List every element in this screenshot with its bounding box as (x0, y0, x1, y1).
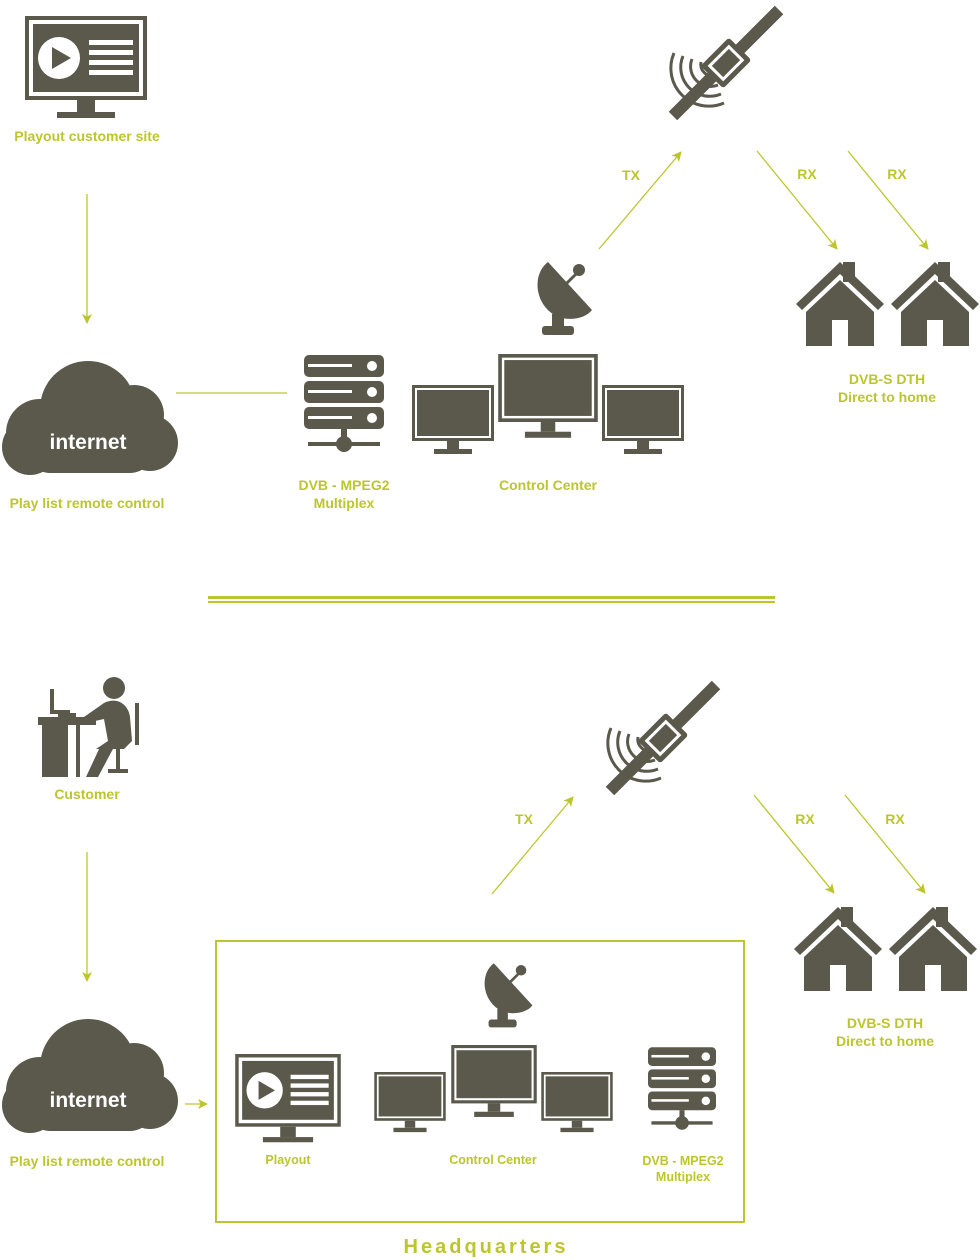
homes-label-line2: Direct to home (836, 1033, 934, 1049)
tx-label: TX (515, 811, 534, 827)
section-divider (208, 596, 775, 603)
bottom-section: Customer internet Play list remote contr… (2, 675, 977, 1258)
multiplex-label-line1: DVB - MPEG2 (642, 1154, 723, 1168)
house-icon (891, 262, 979, 346)
headquarters-box (215, 940, 745, 1223)
house-icon (794, 907, 882, 991)
cloud-text: internet (49, 431, 126, 454)
server-icon (648, 1047, 716, 1130)
tx-link (491, 796, 574, 895)
rx-label-2: RX (887, 166, 907, 182)
house-icon (796, 262, 884, 346)
rx-link-1 (753, 794, 835, 894)
satellite-icon (600, 675, 726, 801)
multiplex-label-line1: DVB - MPEG2 (298, 477, 389, 493)
monitor-play-icon (235, 1054, 341, 1143)
top-section: Playout customer site internet Play list… (2, 0, 979, 511)
satellite-dish-icon (536, 260, 594, 337)
rx-label-1: RX (795, 811, 815, 827)
cloud-icon (2, 1019, 178, 1133)
multiplex-label-line2: Multiplex (314, 495, 375, 511)
control-center-label: Control Center (499, 477, 598, 493)
rx-link-2 (847, 150, 929, 250)
tx-label: TX (622, 167, 641, 183)
homes-label-line2: Direct to home (838, 389, 936, 405)
rx-label-2: RX (885, 811, 905, 827)
server-icon (304, 355, 384, 452)
monitor-play-icon (25, 16, 147, 118)
house-icon (889, 907, 977, 991)
monitor-right-icon (541, 1072, 613, 1133)
remote-control-label: Play list remote control (10, 1153, 165, 1169)
rx-link-1 (756, 150, 838, 250)
rx-link-2 (844, 794, 926, 894)
rx-label-1: RX (797, 166, 817, 182)
remote-control-label: Play list remote control (10, 495, 165, 511)
homes-label-line1: DVB-S DTH (849, 371, 925, 387)
satellite-dish-icon (483, 961, 534, 1029)
cloud-icon (2, 361, 178, 475)
headquarters-title: Headquarters (404, 1236, 569, 1258)
cloud-text: internet (49, 1089, 126, 1112)
person-at-desk-icon (38, 677, 139, 777)
tx-link (598, 151, 682, 250)
satellite-icon (663, 0, 789, 126)
multiplex-label-line2: Multiplex (656, 1170, 710, 1184)
monitor-center-icon (451, 1045, 537, 1117)
monitor-left-icon (374, 1072, 446, 1133)
customer-label: Customer (54, 786, 120, 802)
monitor-right-icon (602, 385, 684, 454)
monitor-left-icon (412, 385, 494, 454)
homes-label-line1: DVB-S DTH (847, 1015, 923, 1031)
playout-site-label: Playout customer site (14, 128, 160, 144)
control-center-label: Control Center (449, 1153, 537, 1167)
playout-label: Playout (265, 1153, 311, 1167)
monitor-center-icon (498, 354, 598, 438)
